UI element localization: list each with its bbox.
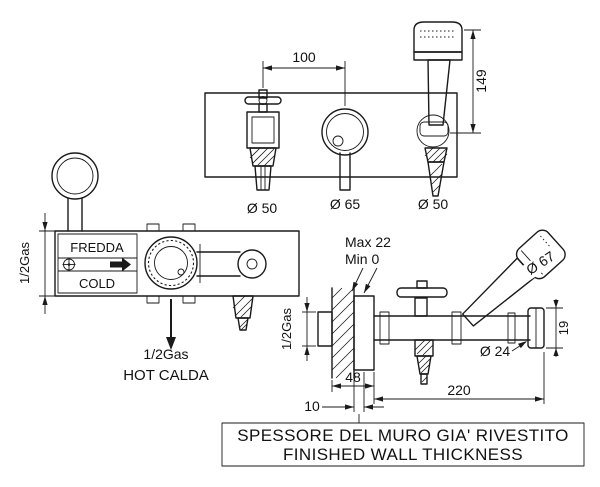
cold-inlet-symbol: [62, 258, 76, 271]
footer-line2: FINISHED WALL THICKNESS: [283, 445, 523, 464]
gas-left-label: 1/2Gas: [17, 242, 32, 284]
min-0-label: Min 0: [345, 251, 379, 267]
cold-label: COLD: [79, 276, 115, 291]
finished-wall-note: SPESSORE DEL MURO GIA' RIVESTITO FINISHE…: [221, 414, 585, 467]
dim-10-label: 10: [304, 398, 320, 414]
footer-line1: SPESSORE DEL MURO GIA' RIVESTITO: [237, 426, 569, 445]
diverter-front: [244, 89, 282, 191]
rough-body: [54, 230, 300, 297]
wall-plate-front: [204, 92, 458, 178]
dim-149-label: 149: [473, 69, 489, 93]
max-22-label: Max 22: [345, 234, 391, 250]
mixer-control-front: [321, 108, 369, 191]
dim-19-label: 19: [556, 321, 571, 335]
fredda-label: FREDDA: [70, 240, 124, 255]
side-installation-view: Max 22 Min 0 1/2Gas 48 10 220: [279, 229, 571, 414]
dim-220-label: 220: [447, 382, 471, 398]
hand-shower-side: [461, 229, 566, 327]
cold-label-box: [57, 233, 138, 294]
dia-65-label: Ø 65: [330, 196, 361, 212]
dia-24-label: Ø 24: [480, 343, 511, 359]
dim-100-label: 100: [292, 49, 316, 65]
gas-bottom-label: 1/2Gas: [143, 346, 188, 362]
dia-67-group: Ø 67: [518, 244, 564, 283]
gas-side-label: 1/2Gas: [279, 308, 294, 350]
dia-50-right-label: Ø 50: [418, 196, 449, 212]
front-assembly-view: 100 149 Ø 50 Ø 65 Ø 50: [204, 21, 489, 216]
dia-50-left-label: Ø 50: [247, 200, 278, 216]
hot-calda-label: HOT CALDA: [123, 367, 209, 384]
rough-in-view: FREDDA COLD 1/2Gas HOT CALDA: [17, 152, 300, 384]
hand-shower-front: [413, 21, 463, 197]
note-box: [221, 422, 585, 467]
dim-48-label: 48: [345, 369, 361, 385]
cold-flow-arrow: [110, 257, 131, 272]
